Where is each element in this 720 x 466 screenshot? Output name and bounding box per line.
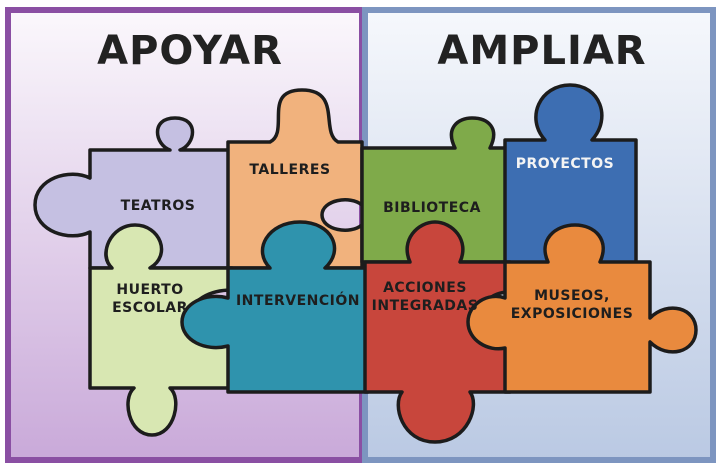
teatros-label-line: TEATROS [121,198,196,214]
proyectos-piece [503,83,638,270]
apoyar-title: APOYAR [97,28,283,74]
proyectos-label-line: PROYECTOS [516,156,614,172]
talleres-piece [226,88,364,270]
huerto-label-line: HUERTO [116,282,183,298]
museos-label-line: EXPOSICIONES [511,306,634,322]
acciones-label-line: INTEGRADAS [372,298,479,314]
museos-exposiciones-piece [466,223,698,394]
acciones-label-line: ACCIONES [383,280,467,296]
huerto-label-line: ESCOLAR [112,300,188,316]
intervencion-label-line: INTERVENCIÓN [236,291,360,309]
biblioteca-label-line: BIBLIOTECA [383,200,481,216]
ampliar-title: AMPLIAR [437,28,646,74]
talleres-label-line: TALLERES [249,162,330,178]
museos-label-line: MUSEOS, [534,288,610,304]
